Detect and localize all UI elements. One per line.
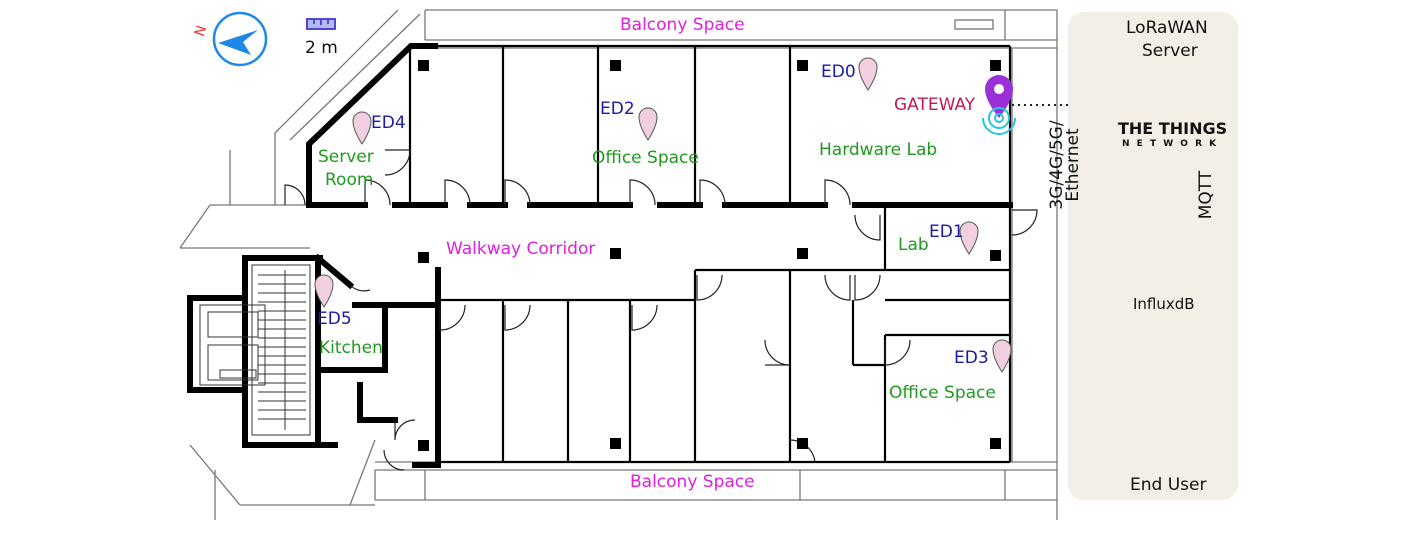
ed1-pin-icon bbox=[959, 221, 979, 255]
mqtt-label: MQTT bbox=[1196, 170, 1216, 220]
end-user-label: End User bbox=[1130, 475, 1207, 495]
walkway-corridor: Walkway Corridor bbox=[446, 239, 596, 259]
ed3-label: ED3 bbox=[954, 348, 989, 368]
server-room-label-line1: Server bbox=[318, 147, 374, 167]
office-space-top-label: Office Space bbox=[592, 148, 699, 168]
ed4-pin-icon bbox=[352, 111, 372, 145]
ttn-logo-line1: THE THINGS bbox=[1118, 119, 1228, 138]
ed1-label: ED1 bbox=[929, 222, 964, 242]
gateway-pin-icon bbox=[982, 75, 1016, 135]
ed3-pin-icon bbox=[992, 339, 1012, 373]
ed2-label: ED2 bbox=[600, 99, 635, 119]
scale-label: 2 m bbox=[305, 38, 338, 58]
office-space-bottom-label: Office Space bbox=[889, 383, 996, 403]
kitchen-label: Kitchen bbox=[319, 338, 383, 358]
compass-icon bbox=[212, 11, 268, 67]
ed5-label: ED5 bbox=[317, 309, 352, 329]
gateway-label: GATEWAY bbox=[894, 95, 976, 115]
hardware-lab-label: Hardware Lab bbox=[819, 140, 938, 160]
scale-bar-icon bbox=[306, 18, 336, 30]
network-panel bbox=[1068, 12, 1238, 500]
ed2-pin-icon bbox=[638, 107, 658, 141]
database-label: InfluxdB bbox=[1133, 295, 1195, 313]
ed0-pin-icon bbox=[858, 57, 878, 91]
lab-label: Lab bbox=[898, 235, 929, 255]
balcony-space-top: Balcony Space bbox=[620, 15, 745, 35]
ttn-logo-line2: N E T W O R K bbox=[1122, 139, 1219, 149]
balcony-space-bottom: Balcony Space bbox=[630, 472, 755, 492]
lorawan-server-line1: LoRaWAN bbox=[1126, 18, 1208, 38]
ed0-label: ED0 bbox=[821, 62, 856, 82]
backhaul-label-line2: Ethernet bbox=[1063, 128, 1083, 202]
lorawan-server-line2: Server bbox=[1142, 41, 1198, 61]
server-room-label-line2: Room bbox=[325, 170, 374, 190]
ed4-label: ED4 bbox=[371, 113, 406, 133]
ed5-pin-icon bbox=[314, 274, 334, 308]
